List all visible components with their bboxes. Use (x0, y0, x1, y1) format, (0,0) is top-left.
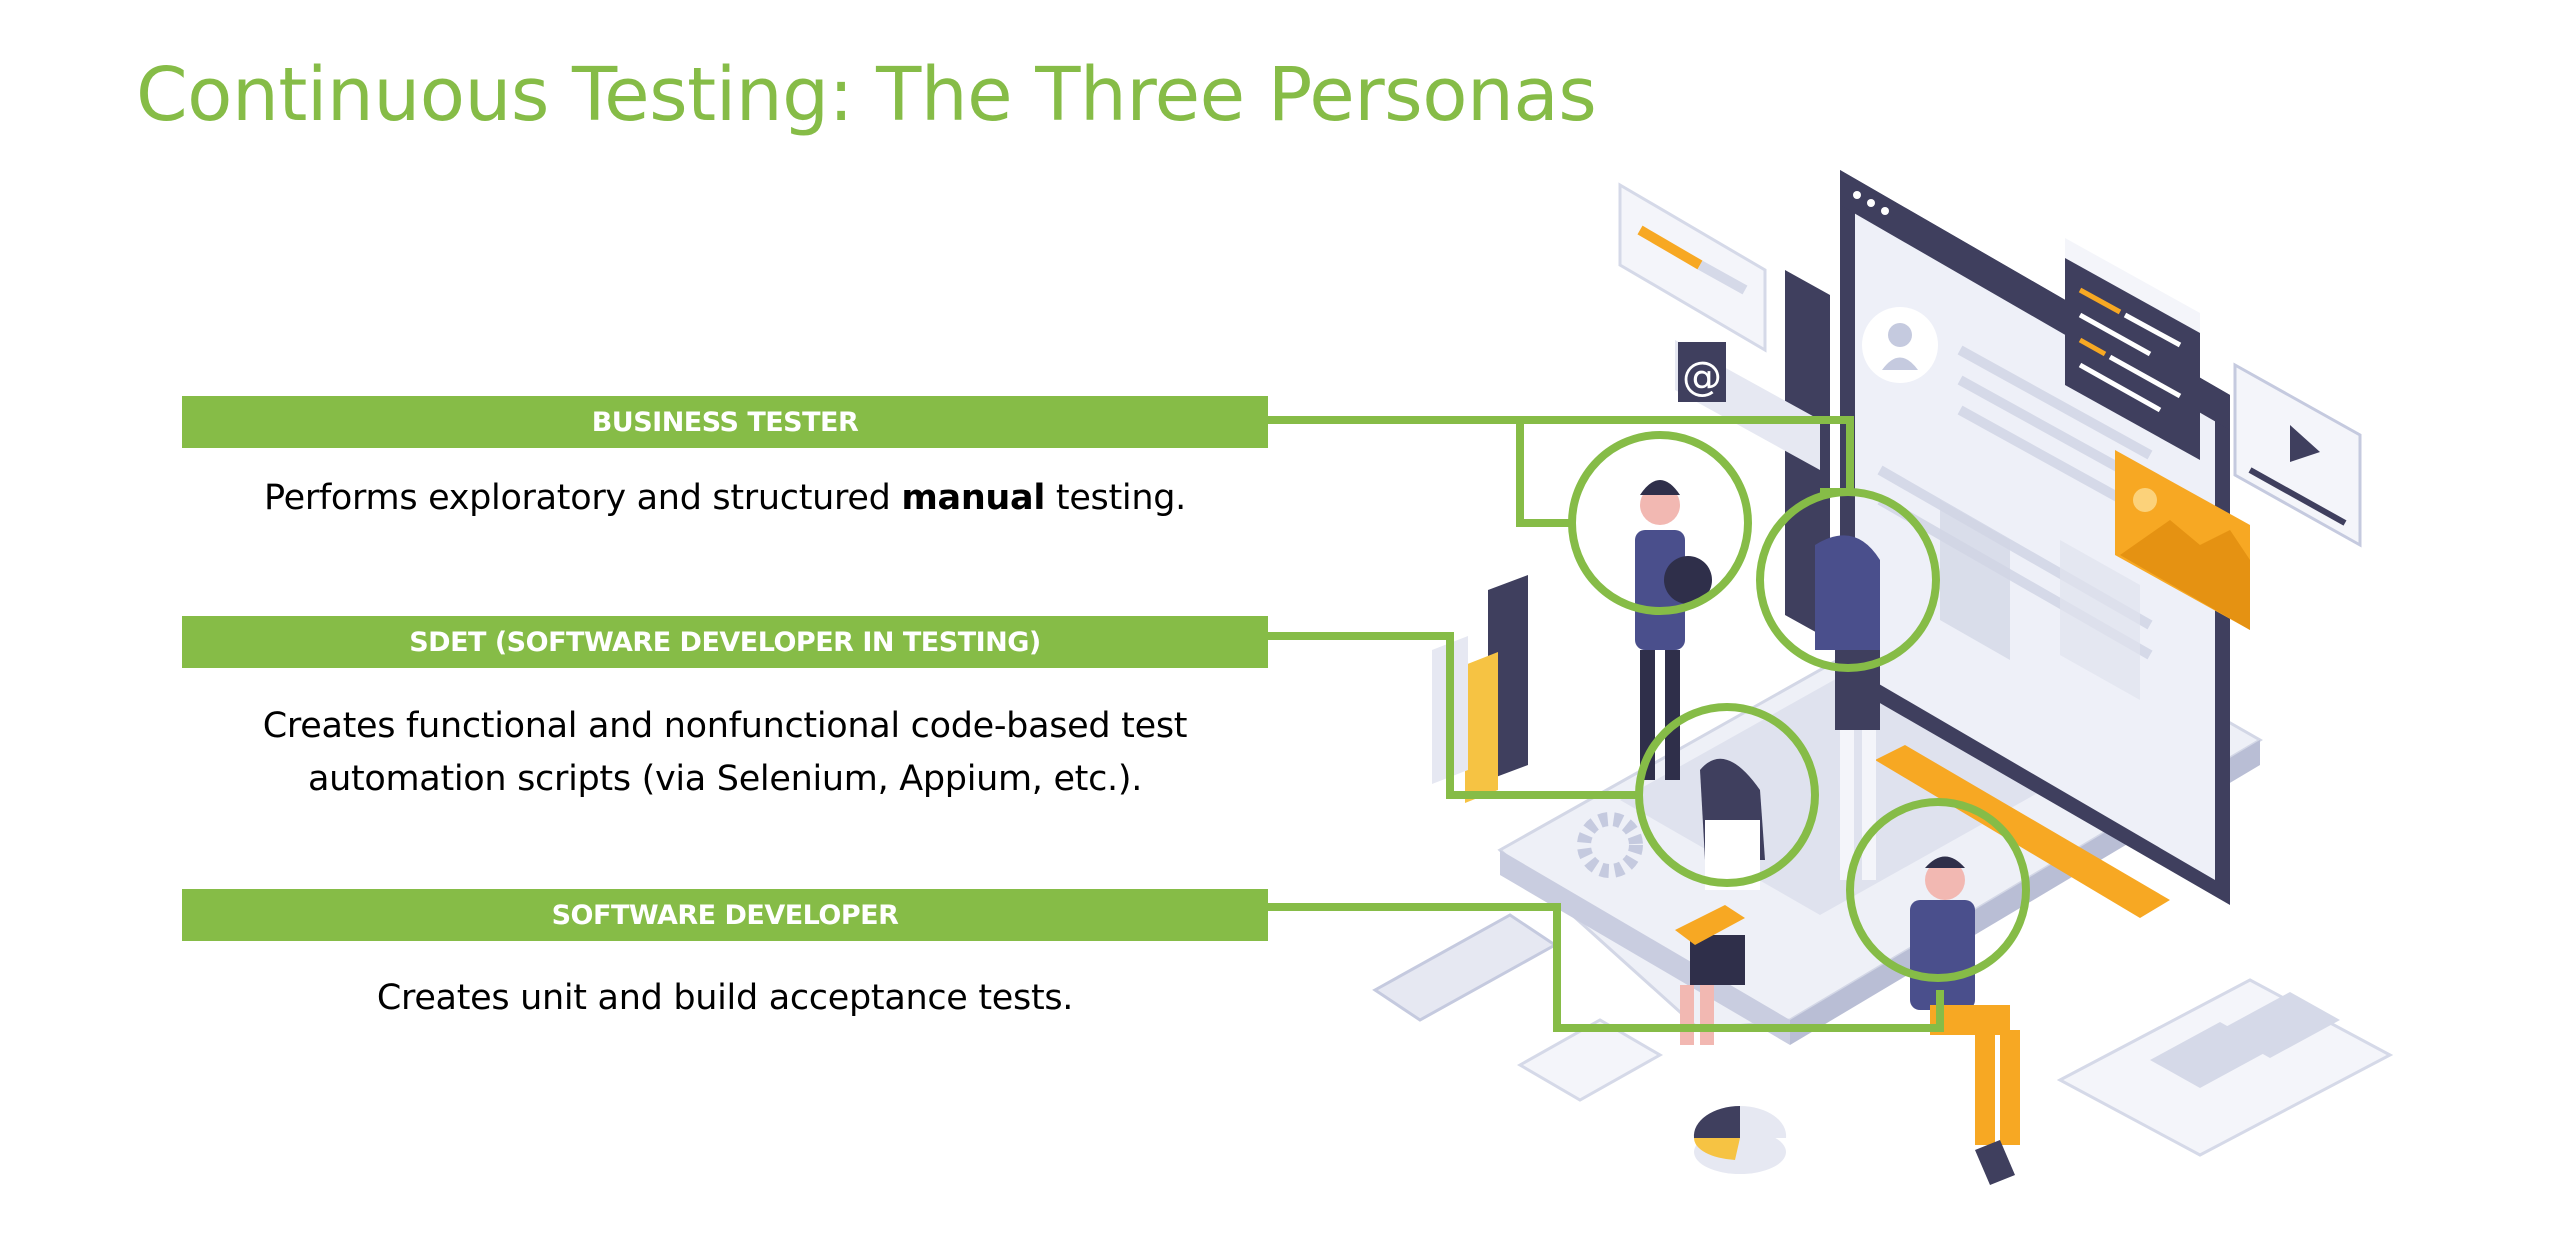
pie-slice-dark (1693, 1105, 1740, 1138)
business-tester-desc-pre: Performs exploratory and structured (264, 478, 902, 518)
person-sdet-woman (1815, 535, 1880, 880)
document-block (2220, 992, 2340, 1058)
progress-track (1697, 260, 1748, 295)
pie-slice-yellow (1693, 1138, 1740, 1160)
code-lines (2078, 287, 2182, 413)
progress-card (1618, 182, 1767, 353)
wireframe-panel (1940, 500, 2010, 660)
email-icon: @ (1682, 354, 1722, 400)
person-business-tester (1635, 480, 1712, 780)
sdet-heading-label: SDET (SOFTWARE DEVELOPER IN TESTING) (409, 626, 1041, 658)
sdet-heading: SDET (SOFTWARE DEVELOPER IN TESTING) (182, 616, 1268, 668)
business-tester-heading: BUSINESS TESTER (182, 396, 1268, 448)
highlight-circle-business-tester (1568, 431, 1752, 615)
wireframe-panel (2060, 540, 2140, 700)
window-dot-icon (1853, 191, 1861, 199)
highlight-circle-seated-woman (1635, 703, 1819, 887)
window-dot-icon (1867, 199, 1875, 207)
paper-sheet (1516, 1018, 1664, 1102)
video-progress (2248, 467, 2347, 526)
business-tester-heading-label: BUSINESS TESTER (591, 406, 859, 438)
software-developer-heading: SOFTWARE DEVELOPER (182, 889, 1268, 941)
persona-highlight-circles (1568, 431, 2030, 982)
software-developer-description: Creates unit and build acceptance tests. (182, 972, 1268, 1025)
play-icon (2290, 425, 2320, 462)
software-developer-desc: Creates unit and build acceptance tests. (376, 978, 1074, 1018)
image-sun-icon (2133, 488, 2157, 512)
sdet-desc-line1: Creates functional and nonfunctional cod… (262, 706, 1188, 746)
connector-business-tester-inner (1516, 420, 1575, 527)
sdet-description: Creates functional and nonfunctional cod… (182, 700, 1268, 806)
connector-software-developer (1268, 903, 1944, 1032)
connector-sdet (1268, 632, 1640, 799)
business-tester-desc-post: testing. (1045, 478, 1186, 518)
chart-column-yellow (1465, 652, 1498, 803)
pie-slice-light (1740, 1106, 1787, 1138)
page-title: Continuous Testing: The Three Personas (136, 52, 1597, 138)
image-mountain-icon (2120, 520, 2250, 630)
email-badge (1678, 342, 1726, 402)
highlight-circle-software-developer (1846, 798, 2030, 982)
software-developer-heading-label: SOFTWARE DEVELOPER (551, 899, 899, 931)
progress-bar (1637, 225, 1703, 270)
gear-icon (1577, 812, 1643, 878)
laptop-base-edge (1500, 850, 1790, 1045)
ruler (1875, 745, 2170, 918)
tablet (1372, 913, 1558, 1022)
code-card-header (2065, 238, 2200, 333)
highlight-circle-sdet-woman (1756, 488, 1940, 672)
business-tester-desc-bold: manual (901, 478, 1046, 518)
sdet-desc-line2: automation scripts (via Selenium, Appium… (307, 759, 1143, 799)
profile-body-icon (1882, 357, 1918, 370)
business-tester-description: Performs exploratory and structured manu… (182, 472, 1268, 525)
profile-head-icon (1888, 323, 1912, 347)
person-software-developer (1910, 856, 2020, 1185)
window-dot-icon (1881, 207, 1889, 215)
